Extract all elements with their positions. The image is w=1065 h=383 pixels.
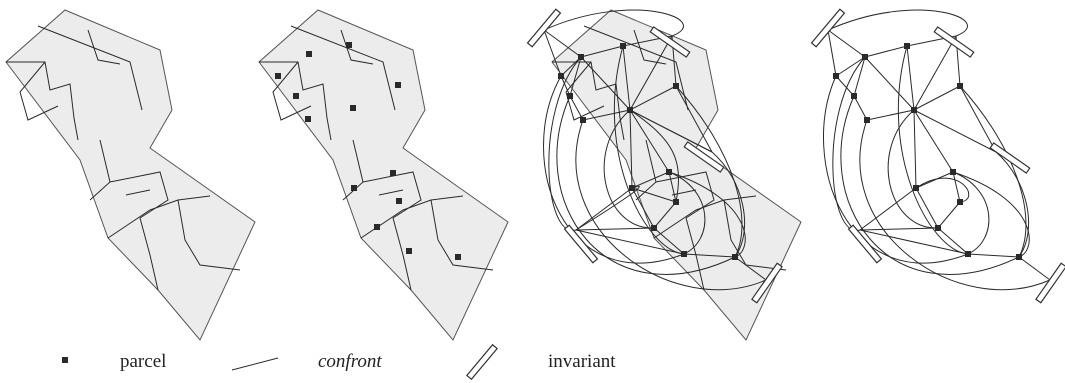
graph-node	[558, 73, 564, 79]
graph-node	[732, 254, 738, 260]
graph-node	[673, 199, 679, 205]
graph-node	[627, 107, 633, 113]
invariants	[810, 8, 1065, 304]
parcel-centroid	[346, 42, 352, 48]
parcel-map	[5, 9, 256, 341]
graph-node	[580, 117, 586, 123]
parcel-centroid	[395, 82, 401, 88]
panel-parcels	[5, 9, 256, 341]
invariant	[847, 224, 883, 264]
panel-parcels-with-centroids	[258, 9, 509, 341]
invariant	[751, 262, 783, 304]
invariant	[1035, 262, 1065, 304]
panel-graph-on-parcels	[526, 8, 802, 341]
graph-nodes	[833, 43, 1022, 260]
invariant	[649, 26, 691, 58]
graph-node	[833, 73, 839, 79]
graph-node	[681, 251, 687, 257]
parcel-centroid	[351, 185, 357, 191]
graph-node	[666, 169, 672, 175]
parcel-map	[258, 9, 509, 341]
graph-node	[629, 185, 635, 191]
parcel-centroid	[305, 116, 311, 122]
graph-nodes	[558, 43, 738, 260]
confront-legend-icon	[231, 357, 279, 371]
legend: parcel confront invariant	[62, 343, 616, 381]
panel-graph-only	[810, 8, 1065, 304]
graph-node	[567, 93, 573, 99]
connectivity-graph	[823, 9, 1051, 291]
graph-node	[904, 43, 910, 49]
parcel-legend-icon	[62, 357, 68, 363]
invariant	[933, 26, 975, 58]
graph-node	[1016, 254, 1022, 260]
graph-node	[911, 107, 917, 113]
graph-node	[950, 169, 956, 175]
invariant-legend-icon	[466, 343, 498, 381]
invariant	[810, 8, 846, 48]
graph-node	[673, 83, 679, 89]
invariant	[989, 142, 1031, 174]
parcel-centroid	[396, 198, 402, 204]
graph-node	[935, 225, 941, 231]
parcel-centroid	[350, 105, 356, 111]
invariant	[563, 224, 599, 264]
confront-legend-label: confront	[318, 351, 382, 372]
invariant-legend-label: invariant	[548, 351, 616, 372]
invariant	[683, 141, 725, 173]
parcel-centroid	[306, 51, 312, 57]
graph-node	[578, 54, 584, 60]
graph-node	[620, 43, 626, 49]
graph-node	[851, 93, 857, 99]
parcel-centroid	[406, 248, 412, 254]
parcel-centroid	[293, 93, 299, 99]
invariant	[526, 8, 562, 48]
parcel-centroid	[455, 254, 461, 260]
parcel-centroid	[374, 224, 380, 230]
graph-node	[913, 185, 919, 191]
parcel-legend-label: parcel	[120, 351, 166, 372]
invariants	[526, 8, 783, 304]
graph-node	[862, 54, 868, 60]
graph-node	[864, 117, 870, 123]
parcel-centroid	[390, 170, 396, 176]
graph-node	[651, 225, 657, 231]
graph-node	[957, 199, 963, 205]
graph-node	[965, 251, 971, 257]
parcel-centroid	[275, 73, 281, 79]
graph-node	[957, 83, 963, 89]
